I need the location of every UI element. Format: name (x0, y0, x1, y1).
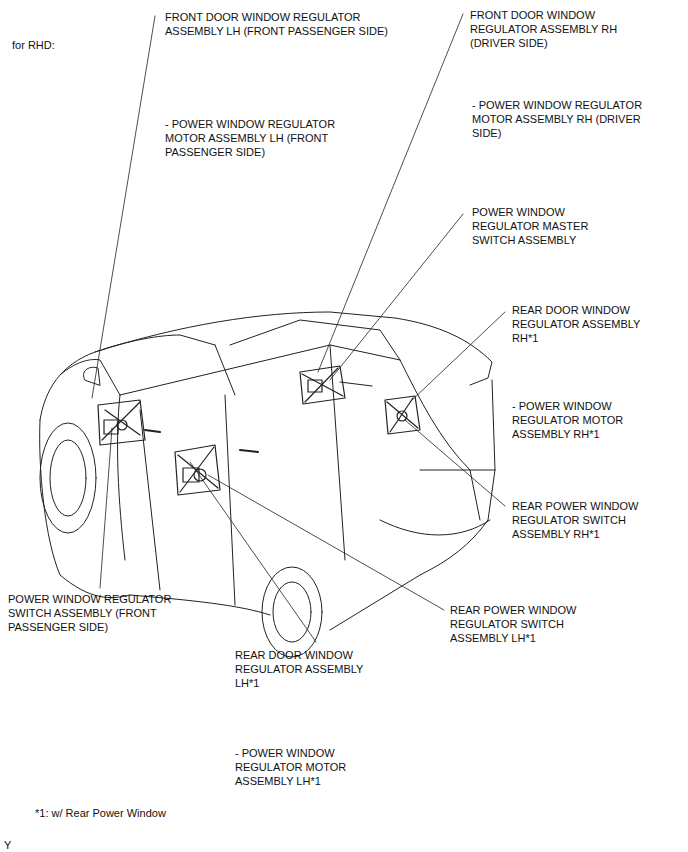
part-label: POWER WINDOW REGULATOR SWITCH ASSEMBLY (… (8, 592, 198, 634)
part-label: - POWER WINDOW REGULATOR MOTOR ASSEMBLY … (512, 399, 642, 441)
part-label: REAR DOOR WINDOW REGULATOR ASSEMBLY LH*1 (235, 648, 370, 690)
window-regulator (98, 400, 145, 445)
figure-code: Y (4, 838, 24, 852)
note-text: *1: w/ Rear Power Window (35, 806, 235, 820)
part-label: - POWER WINDOW REGULATOR MOTOR ASSEMBLY … (165, 117, 365, 159)
part-label: FRONT DOOR WINDOW REGULATOR ASSEMBLY LH … (165, 10, 405, 38)
part-label: REAR POWER WINDOW REGULATOR SWITCH ASSEM… (450, 603, 600, 645)
leader-line (92, 14, 505, 642)
car-body (40, 312, 495, 630)
part-label: FRONT DOOR WINDOW REGULATOR ASSEMBLY RH … (470, 8, 630, 50)
part-label: - POWER WINDOW REGULATOR MOTOR ASSEMBLY … (235, 746, 365, 788)
part-label: REAR POWER WINDOW REGULATOR SWITCH ASSEM… (512, 499, 662, 541)
window-regulator (175, 445, 220, 495)
note-text: for RHD: (12, 38, 102, 52)
window-regulator (300, 366, 372, 404)
part-label: - POWER WINDOW REGULATOR MOTOR ASSEMBLY … (472, 98, 672, 140)
part-label: POWER WINDOW REGULATOR MASTER SWITCH ASS… (472, 205, 617, 247)
part-label: REAR DOOR WINDOW REGULATOR ASSEMBLY RH*1 (512, 303, 647, 345)
